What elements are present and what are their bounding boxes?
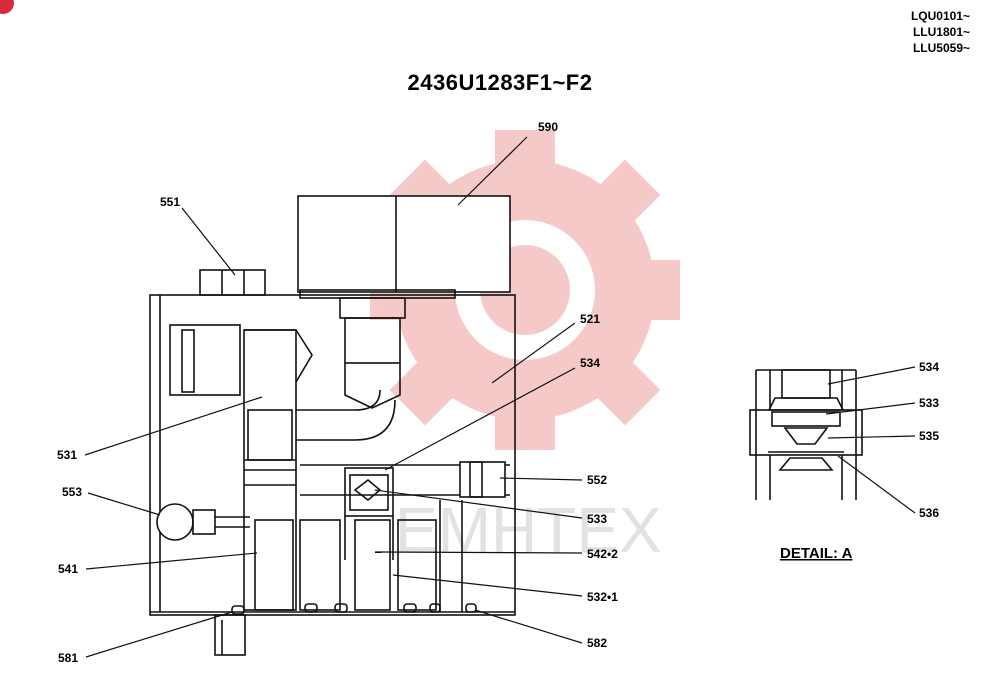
serial-range-list: LQU0101~ LLU1801~ LLU5059~: [911, 8, 970, 56]
detail-a-title: DETAIL: A: [780, 545, 853, 562]
callout-551: 551: [160, 195, 180, 209]
callout-541: 541: [58, 562, 78, 576]
callout-581: 581: [58, 651, 78, 665]
callout-532-1: 532•1: [587, 590, 618, 604]
callout-552: 552: [587, 473, 607, 487]
callout-582: 582: [587, 636, 607, 650]
serial-range: LLU1801~: [912, 25, 970, 39]
detail-callout-labels: 534 533 535 536: [919, 360, 939, 520]
serial-range: LLU5059~: [912, 41, 970, 55]
detail-callout-533: 533: [919, 396, 939, 410]
watermark-text: EMHTEX: [395, 494, 662, 566]
corner-badge: [0, 0, 14, 14]
detail-callout-535: 535: [919, 429, 939, 443]
callout-542-2: 542•2: [587, 547, 618, 561]
callout-labels: 590 551 521 534 531 552 553 533 541 542•…: [57, 120, 618, 665]
callout-531: 531: [57, 448, 77, 462]
detail-a-diagram: [749, 369, 863, 500]
callout-590: 590: [538, 120, 558, 134]
callout-534: 534: [580, 356, 600, 370]
detail-callout-534: 534: [919, 360, 939, 374]
main-valve-body: [149, 195, 516, 656]
callout-521: 521: [580, 312, 600, 326]
callout-553: 553: [62, 485, 82, 499]
serial-range: LQU0101~: [910, 9, 970, 23]
drawing-title: 2436U1283F1~F2: [407, 70, 593, 95]
detail-callout-536: 536: [919, 506, 939, 520]
detail-leader-lines: [825, 366, 916, 514]
leader-lines: [84, 136, 583, 658]
callout-533: 533: [587, 512, 607, 526]
